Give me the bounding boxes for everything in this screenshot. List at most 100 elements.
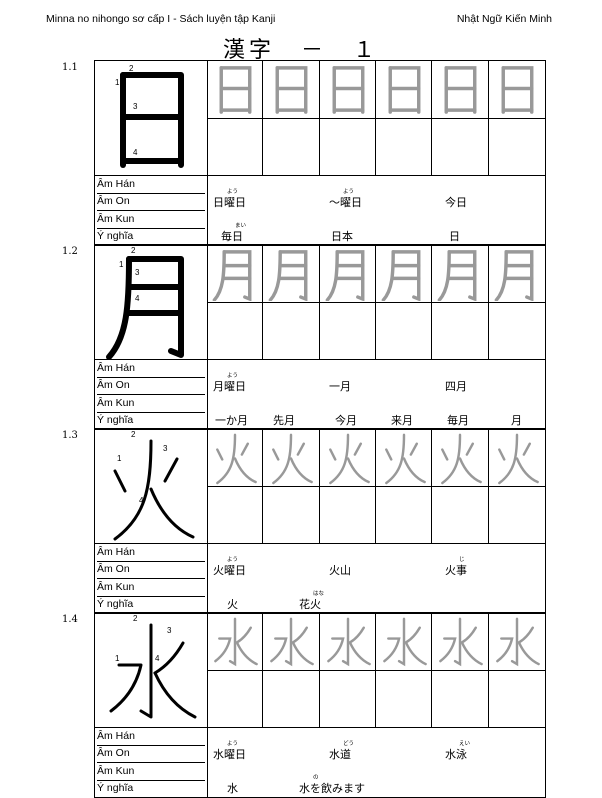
trace-stroke (233, 457, 257, 484)
blank-practice-cell (432, 118, 489, 175)
info-label: Âm On (97, 561, 205, 580)
info-label: Ý nghĩa (97, 597, 134, 610)
furigana: よう (227, 373, 239, 379)
kanji-stroke (153, 671, 197, 719)
trace-cell (207, 429, 264, 486)
blank-practice-cell (207, 118, 264, 175)
trace-stroke (515, 457, 539, 484)
trace-stroke (441, 433, 462, 485)
header-left: Minna no nihongo sơ cấp I - Sách luyện t… (46, 13, 276, 25)
furigana: よう (227, 189, 239, 195)
trace-kanji (437, 250, 477, 301)
trace-kanji (270, 617, 315, 667)
trace-cell (263, 245, 320, 302)
trace-stroke (510, 617, 518, 667)
stroke-number: 2 (131, 430, 136, 439)
trace-cell (432, 61, 489, 118)
trace-stroke (459, 457, 483, 484)
trace-kanji (219, 66, 252, 114)
trace-cell (320, 245, 376, 302)
furigana: の (313, 775, 319, 781)
blank-practice-cell (432, 302, 489, 359)
trace-stroke (388, 66, 421, 114)
blank-practice-cell (375, 670, 433, 727)
trace-cell (263, 429, 320, 486)
vocab-word: 水 (227, 782, 238, 795)
trace-stroke (346, 457, 370, 484)
trace-stroke (497, 433, 518, 485)
blank-practice-cell (319, 670, 376, 727)
practice-cells (207, 61, 545, 175)
trace-stroke (409, 442, 418, 456)
stroke-number: 3 (135, 268, 140, 277)
trace-stroke (461, 641, 484, 666)
kanji-stroke (113, 439, 153, 541)
info-label: Âm On (97, 377, 205, 396)
stroke-number: 3 (133, 102, 138, 111)
trace-stroke (348, 641, 371, 666)
trace-kanji (332, 66, 365, 114)
trace-cell (207, 613, 264, 670)
furigana: どう (343, 741, 355, 747)
vocab-word: 花火 (299, 598, 321, 611)
trace-stroke (328, 433, 349, 485)
trace-stroke (504, 250, 534, 301)
trace-cell (376, 429, 433, 486)
blank-practice-cell (263, 670, 320, 727)
trace-stroke (501, 66, 534, 114)
trace-stroke (292, 626, 309, 644)
trace-kanji (501, 66, 534, 114)
trace-stroke (292, 641, 315, 666)
trace-cell (376, 613, 433, 670)
trace-stroke (383, 637, 401, 663)
block-number: 1.1 (62, 62, 78, 73)
blank-practice-cell (488, 118, 545, 175)
page-title: 漢字 － １ (222, 38, 379, 63)
trace-kanji (272, 433, 314, 485)
vocab-word: ～曜日 (329, 196, 362, 209)
trace-kanji (325, 250, 365, 301)
trace-stroke (447, 250, 477, 301)
trace-stroke (332, 66, 365, 114)
trace-stroke (397, 617, 406, 667)
trace-cell (263, 613, 320, 670)
info-label: Âm Hán (97, 360, 205, 378)
info-label: Ý nghĩa (97, 413, 134, 426)
trace-cell (432, 245, 489, 302)
trace-stroke (522, 442, 531, 456)
furigana: よう (227, 741, 239, 747)
kanji-stroke (153, 641, 185, 675)
info-label: Âm On (97, 745, 205, 764)
furigana: よう (343, 189, 355, 195)
trace-stroke (461, 626, 478, 644)
trace-stroke (278, 250, 308, 301)
kanji-stroke (109, 663, 143, 713)
info-label: Ý nghĩa (97, 229, 134, 242)
trace-cell (489, 429, 545, 486)
blank-practice-cell (207, 486, 264, 543)
furigana: じ (459, 557, 465, 563)
vocab-word: 火山 (329, 564, 351, 577)
trace-cell (320, 613, 376, 670)
trace-cell (207, 245, 264, 302)
stroke-number: 4 (139, 496, 144, 505)
trace-stroke (272, 448, 280, 461)
practice-cells (207, 429, 545, 543)
vocab-word: 四月 (445, 380, 467, 393)
vocab-word: 水曜日 (213, 748, 246, 761)
blank-practice-cell (375, 486, 433, 543)
trace-kanji (383, 617, 427, 667)
trace-stroke (328, 448, 337, 461)
vocab-word: 一月 (329, 380, 351, 393)
trace-stroke (465, 442, 475, 456)
trace-stroke (240, 442, 250, 456)
stroke-number: 2 (131, 246, 136, 255)
